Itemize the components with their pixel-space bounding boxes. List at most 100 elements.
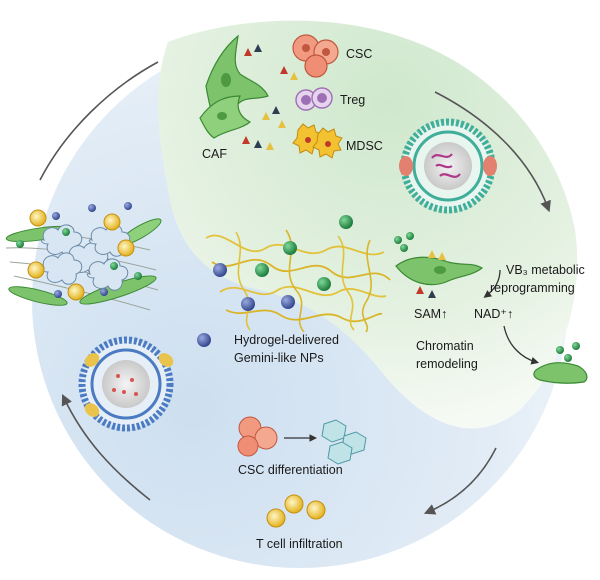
label-sam: SAM↑ <box>414 307 447 321</box>
green-np <box>134 272 142 280</box>
hydrogel-fiber <box>337 235 355 331</box>
caf-cells <box>199 34 269 139</box>
label-hydrogel: Hydrogel-delivered <box>234 333 339 347</box>
hydrogel-fiber <box>235 231 251 331</box>
cytokine-triangle <box>278 120 286 128</box>
green-np <box>16 240 24 248</box>
liposome-bottom-left <box>78 336 174 432</box>
treg-nucleus <box>317 93 327 103</box>
green-np <box>110 262 118 270</box>
blue-np <box>124 202 132 210</box>
csc-differentiation <box>237 416 367 465</box>
cytokine-triangles <box>242 44 298 150</box>
cytokine-triangle <box>272 106 280 114</box>
cytokine-triangle <box>266 142 274 150</box>
treg-cells <box>295 87 333 111</box>
t-cell <box>266 508 286 528</box>
green-np <box>406 232 414 240</box>
arrow-top-right <box>434 91 551 213</box>
blue-np <box>241 297 255 311</box>
hydrogel-network <box>197 215 391 347</box>
blue-np <box>281 295 295 309</box>
label-csc-differentiation: CSC differentiation <box>238 463 343 477</box>
caf-nucleus <box>221 73 231 87</box>
blue-np <box>100 288 108 296</box>
csc-cell <box>254 426 278 450</box>
green-np <box>255 263 269 277</box>
differentiated-cell <box>327 441 353 465</box>
reprogramming-arrows <box>483 269 539 365</box>
green-np <box>556 346 564 354</box>
green-np <box>400 244 408 252</box>
blue-np <box>197 333 211 347</box>
caf-cell-right-2 <box>533 362 588 384</box>
label-csc: CSC <box>346 47 372 61</box>
t-cell <box>117 239 135 257</box>
cytokine-triangle <box>254 44 262 52</box>
caf-elongated <box>8 286 68 306</box>
green-np <box>564 354 572 362</box>
cycle-arrows <box>39 61 551 515</box>
green-np <box>317 277 331 291</box>
green-np <box>394 236 402 244</box>
ligand <box>399 156 413 176</box>
label-remodeling: remodeling <box>416 357 478 371</box>
ligand <box>158 353 174 367</box>
label-caf: CAF <box>202 147 227 161</box>
label-mdsc: MDSC <box>346 139 383 153</box>
mdsc-nucleus <box>325 141 331 147</box>
cytokine-triangle <box>416 286 424 294</box>
label-t-cell-infiltration: T cell infiltration <box>256 537 343 551</box>
csc-cell <box>237 435 259 457</box>
ligand <box>483 156 497 176</box>
differentiated-cell <box>321 419 347 443</box>
csc-nucleus <box>302 44 310 52</box>
green-np <box>283 241 297 255</box>
blue-np <box>54 290 62 298</box>
label-treg: Treg <box>340 93 365 107</box>
cytokine-triangle <box>290 72 298 80</box>
caf-nucleus <box>217 112 227 120</box>
tumor-cell-cloud <box>40 252 83 285</box>
label-chromatin: Chromatin <box>416 339 474 353</box>
blue-np <box>213 263 227 277</box>
mdsc-cells <box>292 123 343 159</box>
label-gemini-nps: Gemini-like NPs <box>234 351 324 365</box>
hydrogel-fiber <box>219 285 387 298</box>
t-cell <box>29 209 47 227</box>
arrow-bottom-left <box>61 393 151 501</box>
green-region <box>158 20 578 429</box>
blue-np <box>52 212 60 220</box>
hydrogel-fiber <box>211 258 391 281</box>
arrow-vb3 <box>483 269 501 298</box>
right-panel-cells <box>394 232 588 384</box>
cytokine-triangle <box>438 252 446 260</box>
cytokine-triangle <box>280 66 288 74</box>
cytokine-triangle <box>428 250 436 258</box>
caf-nucleus <box>434 266 446 274</box>
green-np <box>62 228 70 236</box>
t-cell-infiltration <box>266 494 326 528</box>
liposome-top-right <box>399 118 497 214</box>
green-np <box>339 215 353 229</box>
cytokine-triangle <box>254 140 262 148</box>
cytokine-triangle <box>242 136 250 144</box>
t-cell <box>67 283 85 301</box>
label-reprogramming: reprogramming <box>490 281 575 295</box>
tumor-cluster-left <box>5 202 162 311</box>
cytokine-triangle <box>262 112 270 120</box>
green-np <box>572 342 580 350</box>
csc-nucleus <box>322 48 330 56</box>
t-cell <box>284 494 304 514</box>
mdsc-nucleus <box>305 137 311 143</box>
csc-cell <box>304 54 328 78</box>
arrow-bottom-right <box>423 447 497 515</box>
arrow-top-left <box>39 61 159 181</box>
t-cell <box>103 213 121 231</box>
cytokine-triangle <box>428 290 436 298</box>
treg-nucleus <box>301 95 311 105</box>
ligand <box>84 353 100 367</box>
label-vb3: VB₃ metabolic <box>506 263 585 277</box>
t-cell <box>27 261 45 279</box>
